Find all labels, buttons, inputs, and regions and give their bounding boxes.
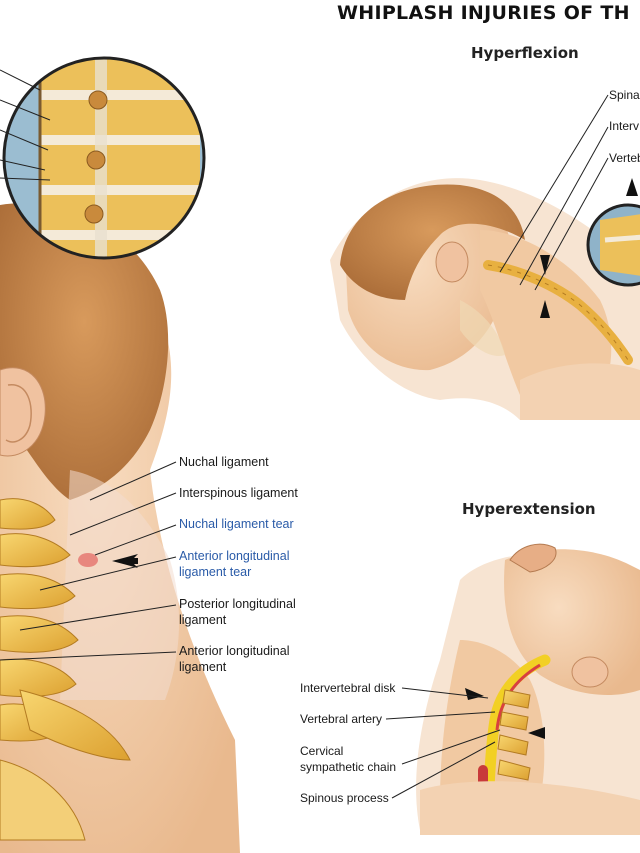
label-anterior-longitudinal-tear-line2: ligament tear — [179, 565, 252, 579]
magnified-vertebrae-inset — [0, 56, 206, 260]
label-nuchal-ligament: Nuchal ligament — [179, 455, 269, 469]
left-neck-figure — [0, 203, 240, 853]
left-leader-lines — [0, 461, 177, 661]
label-spinal: Spina — [609, 88, 640, 102]
hyperextension-figure — [416, 543, 640, 835]
label-anterior-longitudinal-line1: Anterior longitudinal — [179, 644, 290, 658]
hyperflexion-figure — [330, 178, 640, 420]
label-anterior-longitudinal-line2: ligament — [179, 660, 227, 674]
hyperflexion-title: Hyperflexion — [471, 44, 579, 62]
label-cervical-sympathetic-line1: Cervical — [300, 744, 344, 758]
label-cervical-sympathetic-line2: sympathetic chain — [300, 760, 397, 774]
label-posterior-longitudinal-line1: Posterior longitudinal — [179, 597, 296, 611]
label-anterior-longitudinal-tear-line1: Anterior longitudinal — [179, 549, 290, 563]
label-vertebral: Verteb — [609, 151, 640, 165]
label-nuchal-ligament-tear: Nuchal ligament tear — [179, 517, 294, 531]
label-spinous-process: Spinous process — [300, 791, 389, 805]
cervical-spine — [0, 498, 131, 841]
label-vertebral-artery: Vertebral artery — [300, 712, 383, 726]
label-intervertebral: Interv — [609, 119, 640, 133]
label-intervertebral-disk: Intervertebral disk — [300, 681, 396, 695]
hyperflexion-leader-lines — [499, 94, 609, 291]
hyperflexion-inset — [586, 178, 640, 287]
label-interspinous-ligament: Interspinous ligament — [179, 486, 298, 500]
page-title: WHIPLASH INJURIES OF TH — [337, 2, 630, 24]
label-posterior-longitudinal-line2: ligament — [179, 613, 227, 627]
hyperextension-title: Hyperextension — [462, 500, 596, 518]
hyperextension-leader-lines — [385, 687, 501, 799]
